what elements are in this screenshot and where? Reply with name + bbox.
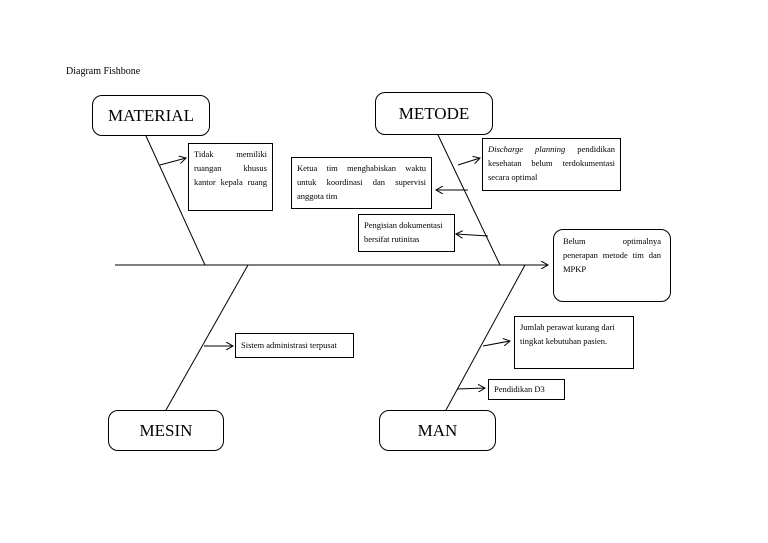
category-material-label: MATERIAL	[108, 105, 194, 125]
cause-box-metode-1: Discharge planning pendidikan kesehatan …	[482, 138, 621, 191]
metode-bone	[437, 134, 501, 266]
cause-box-mesin-1: Sistem administrasi terpusat	[235, 333, 354, 358]
cause-text: Ketua tim menghabiskan waktu untuk koord…	[297, 163, 426, 201]
effect-box: Belum optimalnya penerapan metode tim da…	[553, 229, 671, 302]
diagram-title: Diagram Fishbone	[66, 66, 141, 77]
man-bone	[445, 264, 526, 411]
cause-box-man-2: Pendidikan D3	[488, 379, 565, 400]
cause-box-man-1: Jumlah perawat kurang dari tingkat kebut…	[514, 316, 634, 369]
material-cause-arrow	[159, 158, 186, 166]
effect-text: Belum optimalnya penerapan metode tim da…	[563, 236, 661, 274]
cause-text: Sistem administrasi terpusat	[241, 340, 337, 350]
metode-cause3-arrow	[456, 234, 489, 236]
cause-box-material-1: Tidak memiliki ruangan khusus kantor kep…	[188, 143, 273, 211]
cause-text: Pengisian dokumentasi bersifat rutinitas	[364, 220, 443, 244]
cause-text: Tidak memiliki ruangan khusus kantor kep…	[194, 149, 267, 187]
mesin-bone	[165, 264, 249, 411]
category-material: MATERIAL	[92, 95, 210, 136]
metode-cause1-arrow	[457, 158, 480, 166]
category-mesin-label: MESIN	[139, 420, 193, 440]
man-cause1-arrow	[482, 341, 510, 347]
cause-text-italic: Discharge planning	[488, 144, 566, 154]
category-metode-label: METODE	[398, 103, 470, 123]
category-man-label: MAN	[417, 420, 458, 440]
cause-box-metode-2: Ketua tim menghabiskan waktu untuk koord…	[291, 157, 432, 209]
category-man: MAN	[379, 410, 496, 451]
cause-box-metode-3: Pengisian dokumentasi bersifat rutinitas	[358, 214, 455, 252]
category-mesin: MESIN	[108, 410, 224, 451]
cause-text: Pendidikan D3	[494, 384, 545, 394]
man-cause2-arrow	[456, 388, 485, 389]
cause-text: pendidikan kesehatan belum terdokumentas…	[488, 144, 615, 182]
cause-text: Jumlah perawat kurang dari tingkat kebut…	[520, 322, 615, 346]
material-bone	[145, 135, 206, 266]
category-metode: METODE	[375, 92, 493, 135]
